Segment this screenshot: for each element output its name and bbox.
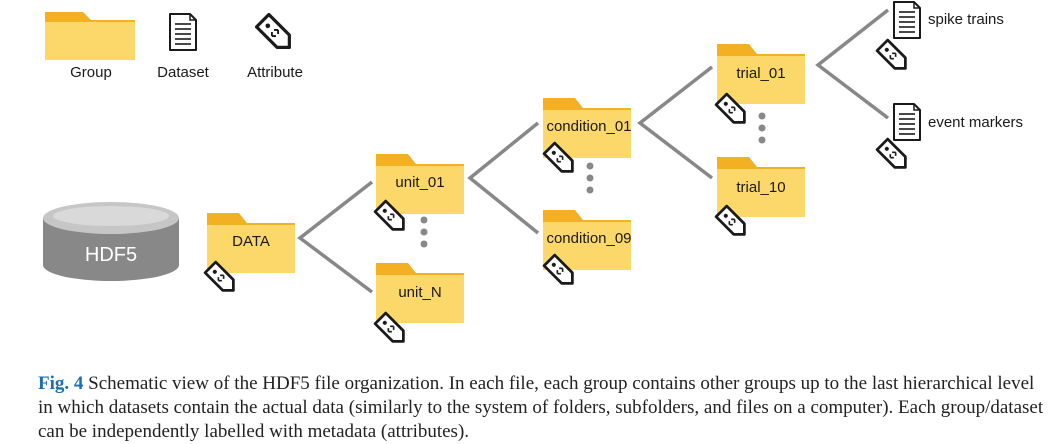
unit-ellipsis-dots <box>420 216 428 248</box>
spike-trains-attribute-icon <box>875 38 913 76</box>
condition-ellipsis-dots <box>586 162 594 194</box>
legend-attribute-label: Attribute <box>247 64 303 81</box>
data-group-label: DATA <box>232 233 270 250</box>
condition-01-label: condition_01 <box>546 118 631 135</box>
unit-n-label: unit_N <box>398 284 441 301</box>
legend-attribute-icon <box>254 12 298 56</box>
event-markers-attribute-icon <box>875 137 913 175</box>
connector-lines <box>297 8 890 294</box>
trial-ellipsis-dots <box>758 112 766 144</box>
hdf5-cylinder-icon <box>43 202 179 281</box>
spike-trains-label: spike trains <box>928 11 1004 28</box>
hdf5-organization-diagram: Group Dataset Attribute HDF5 DATA unit_0… <box>43 1 1023 349</box>
figure-label: Fig. 4 <box>38 373 84 394</box>
trial-01-label: trial_01 <box>736 65 785 82</box>
event-markers-dataset-icon <box>893 103 921 141</box>
event-markers-label: event markers <box>928 114 1023 131</box>
spike-trains-dataset-icon <box>893 1 921 39</box>
legend-group-icon <box>45 12 135 60</box>
figure-caption: Fig. 4 Schematic view of the HDF5 file o… <box>38 372 1048 444</box>
legend-group-label: Group <box>70 64 112 81</box>
trial-10-label: trial_10 <box>736 179 785 196</box>
legend-dataset-icon <box>169 13 197 51</box>
figure-caption-text: Schematic view of the HDF5 file organiza… <box>38 373 1044 442</box>
hdf5-root-label: HDF5 <box>85 244 137 266</box>
legend-dataset-label: Dataset <box>157 64 210 81</box>
condition-09-label: condition_09 <box>546 230 631 247</box>
unit-01-label: unit_01 <box>395 174 444 191</box>
